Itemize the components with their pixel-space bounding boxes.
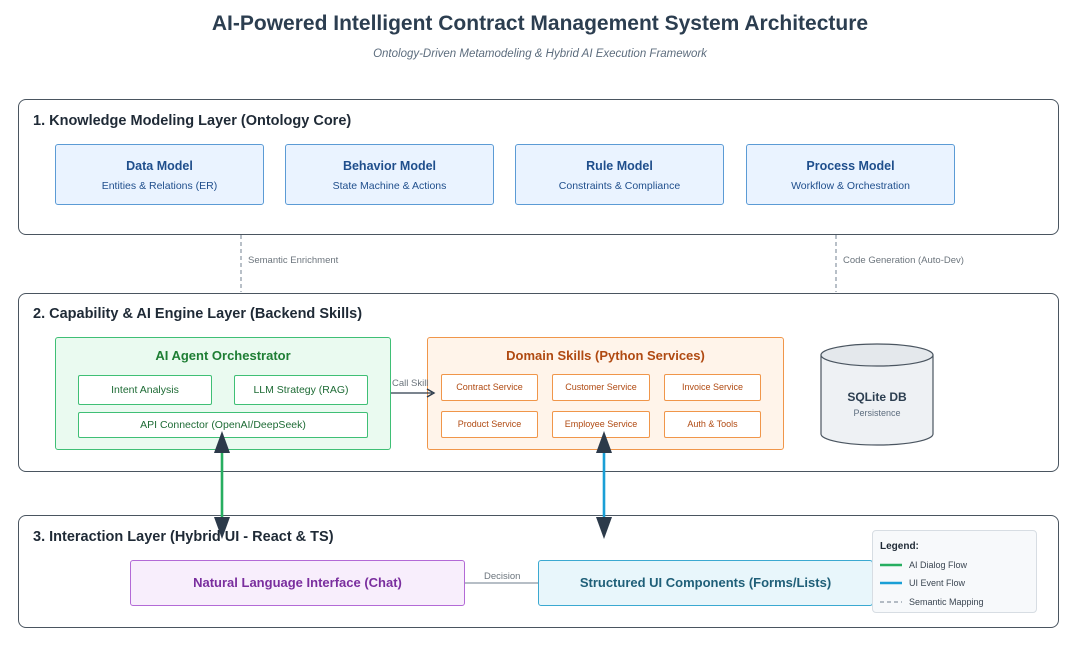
legend-semantic-mapping: Semantic Mapping (909, 597, 984, 607)
structured-ui-components: Structured UI Components (Forms/Lists) (538, 560, 873, 606)
process-model-title: Process Model (806, 159, 895, 173)
process-model-subtitle: Workflow & Orchestration (791, 180, 910, 192)
domain-skills-title: Domain Skills (Python Services) (506, 348, 705, 363)
page-subtitle: Ontology-Driven Metamodeling & Hybrid AI… (373, 48, 707, 60)
layer2-title: 2. Capability & AI Engine Layer (Backend… (33, 306, 363, 322)
skill-product-service: Product Service (441, 411, 538, 438)
legend-ui-event-flow: UI Event Flow (909, 578, 966, 588)
ai-dialog-flow-arrow-down (214, 517, 230, 539)
intent-analysis-box: Intent Analysis (78, 375, 212, 405)
sqlite-db-subtitle: Persistence (853, 408, 901, 418)
behavior-model-box: Behavior Model State Machine & Actions (285, 144, 494, 205)
behavior-model-title: Behavior Model (342, 159, 437, 173)
skill-employee-service: Employee Service (552, 411, 650, 438)
orchestrator-title: AI Agent Orchestrator (155, 348, 291, 363)
layer1-title: 1. Knowledge Modeling Layer (Ontology Co… (33, 113, 352, 129)
data-model-box: Data Model Entities & Relations (ER) (55, 144, 264, 205)
process-model-box: Process Model Workflow & Orchestration (746, 144, 955, 205)
sqlite-db-cylinder (820, 343, 934, 446)
skill-contract-service: Contract Service (441, 374, 538, 401)
decision-label: Decision (484, 571, 521, 582)
skill-auth-tools: Auth & Tools (664, 411, 761, 438)
natural-language-interface: Natural Language Interface (Chat) (130, 560, 465, 606)
llm-strategy-box: LLM Strategy (RAG) (234, 375, 368, 405)
skill-invoice-service: Invoice Service (664, 374, 761, 401)
legend-ai-dialog-flow: AI Dialog Flow (909, 560, 968, 570)
rule-model-box: Rule Model Constraints & Compliance (515, 144, 724, 205)
call-skill-arrowhead (426, 388, 436, 398)
call-skill-label: Call Skill (392, 378, 429, 389)
api-connector-box: API Connector (OpenAI/DeepSeek) (78, 412, 368, 438)
behavior-model-subtitle: State Machine & Actions (332, 180, 447, 192)
legend-title: Legend: (880, 541, 919, 552)
semantic-enrichment-label: Semantic Enrichment (248, 255, 339, 266)
layer3-title: 3. Interaction Layer (Hybrid UI - React … (33, 529, 334, 545)
rule-model-subtitle: Constraints & Compliance (558, 180, 681, 192)
code-generation-label: Code Generation (Auto-Dev) (843, 255, 964, 266)
page-title: AI-Powered Intelligent Contract Manageme… (211, 12, 869, 35)
sqlite-db-title: SQLite DB (847, 390, 907, 404)
ui-event-flow-arrow-up (596, 431, 612, 453)
legend (872, 530, 1037, 613)
data-model-subtitle: Entities & Relations (ER) (101, 180, 218, 192)
ui-event-flow-arrow-down (596, 517, 612, 539)
data-model-title: Data Model (126, 159, 193, 173)
rule-model-title: Rule Model (586, 159, 653, 173)
ai-dialog-flow-arrow-up (214, 431, 230, 453)
skill-customer-service: Customer Service (552, 374, 650, 401)
